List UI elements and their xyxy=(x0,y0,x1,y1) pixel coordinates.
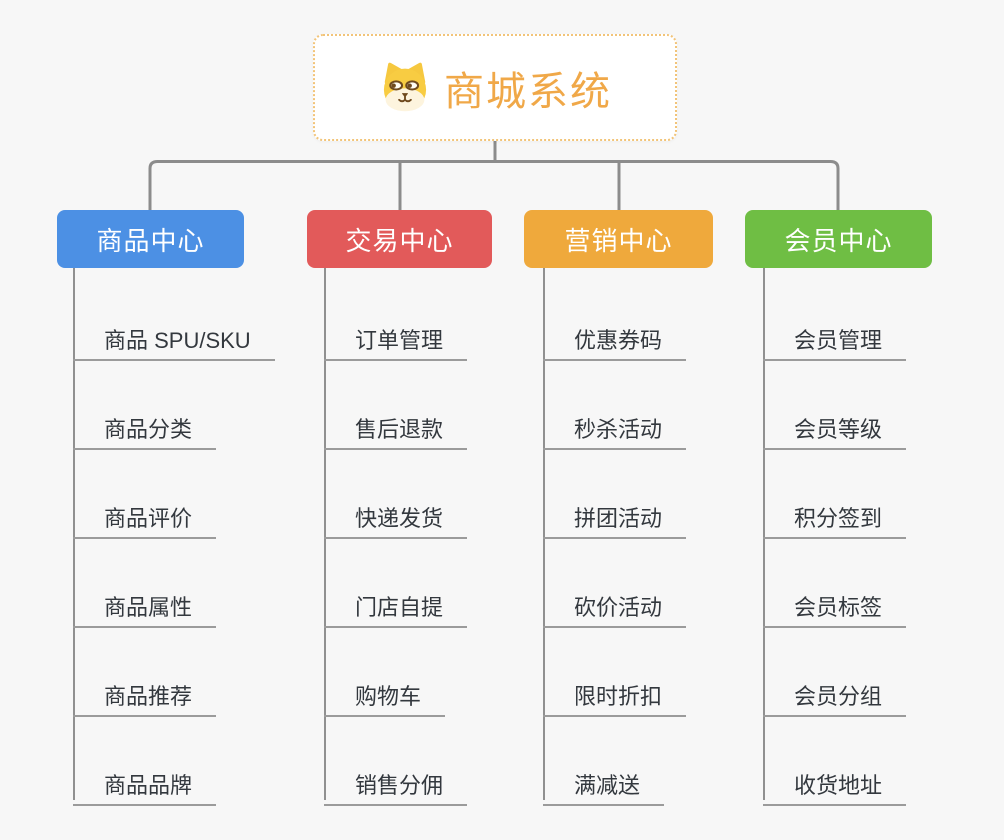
child-node[interactable]: 商品分类 xyxy=(73,389,217,450)
child-node[interactable]: 会员等级 xyxy=(763,389,907,450)
child-node[interactable]: 订单管理 xyxy=(324,300,468,361)
child-node[interactable]: 满减送 xyxy=(543,745,665,806)
dog-face-icon xyxy=(378,61,432,115)
child-node[interactable]: 砍价活动 xyxy=(543,567,687,628)
child-node[interactable]: 优惠券码 xyxy=(543,300,687,361)
child-node[interactable]: 商品推荐 xyxy=(73,656,217,717)
child-node[interactable]: 商品评价 xyxy=(73,478,217,539)
child-node[interactable]: 销售分佣 xyxy=(324,745,468,806)
child-node[interactable]: 商品属性 xyxy=(73,567,217,628)
root-node-title: 商城系统 xyxy=(444,69,612,114)
branch-node-1[interactable]: 商品中心 xyxy=(57,210,244,268)
child-node[interactable]: 拼团活动 xyxy=(543,478,687,539)
child-node[interactable]: 会员管理 xyxy=(763,300,907,361)
branch-node-4[interactable]: 会员中心 xyxy=(745,210,932,268)
branch-node-2[interactable]: 交易中心 xyxy=(307,210,492,268)
child-node[interactable]: 收货地址 xyxy=(763,745,907,806)
child-node[interactable]: 限时折扣 xyxy=(543,656,687,717)
child-node[interactable]: 积分签到 xyxy=(763,478,907,539)
root-node[interactable]: 商城系统 xyxy=(313,34,677,141)
child-node[interactable]: 购物车 xyxy=(324,656,446,717)
child-node[interactable]: 快递发货 xyxy=(324,478,468,539)
child-node[interactable]: 商品品牌 xyxy=(73,745,217,806)
child-node[interactable]: 会员标签 xyxy=(763,567,907,628)
child-node[interactable]: 售后退款 xyxy=(324,389,468,450)
branch-node-3[interactable]: 营销中心 xyxy=(524,210,713,268)
child-node[interactable]: 商品 SPU/SKU xyxy=(73,300,275,361)
child-node[interactable]: 会员分组 xyxy=(763,656,907,717)
child-node[interactable]: 门店自提 xyxy=(324,567,468,628)
child-node[interactable]: 秒杀活动 xyxy=(543,389,687,450)
